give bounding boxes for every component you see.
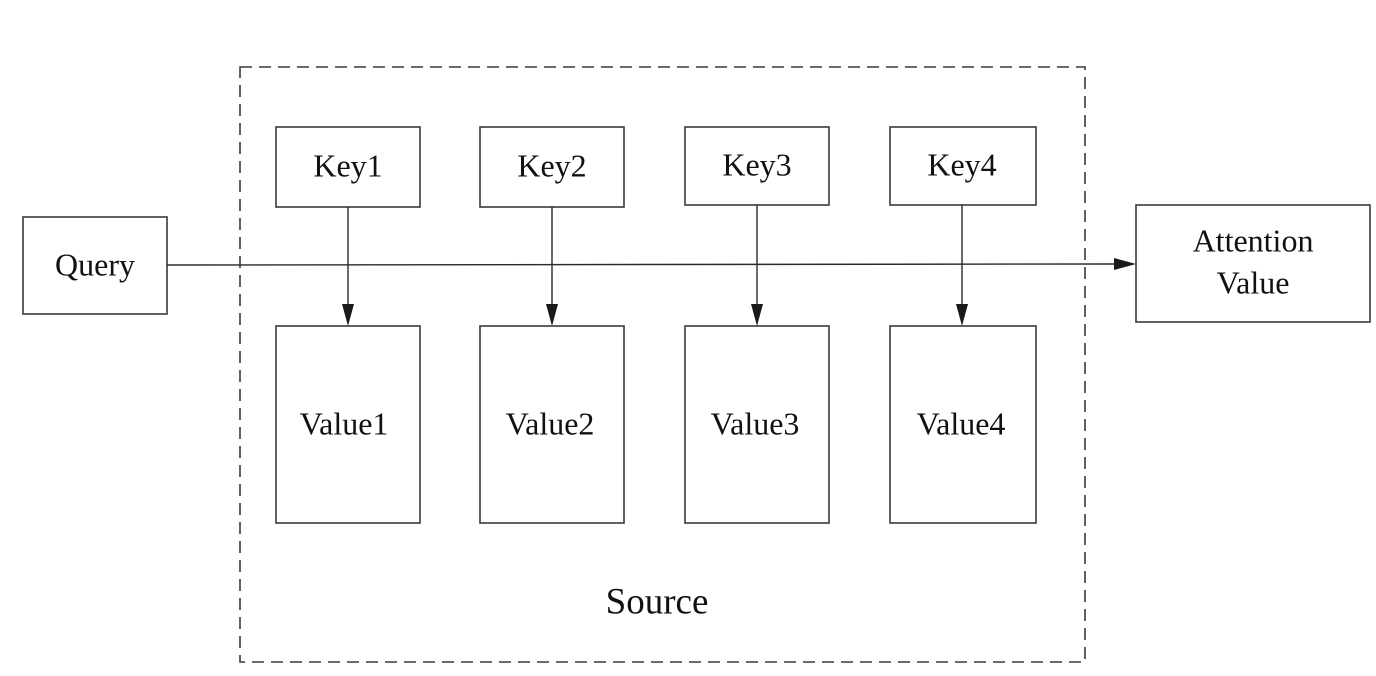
key-label-3: Key3 (722, 146, 791, 182)
attention-value-node: Attention Value (1135, 204, 1371, 323)
key-value-pair-1: Key1 Value1 (275, 126, 421, 524)
key-label-1: Key1 (313, 147, 382, 183)
key-to-value-arrowhead-4 (956, 304, 968, 326)
key-to-value-arrowhead-1 (342, 304, 354, 326)
query-label: Query (55, 246, 135, 282)
attention-value-box (1135, 204, 1371, 323)
value-box-1 (275, 325, 421, 524)
attention-value-label-line2: Value (1217, 264, 1290, 300)
key-box-3 (684, 126, 830, 206)
key-label-2: Key2 (517, 147, 586, 183)
value-label-3: Value3 (711, 405, 800, 441)
key-value-pair-3: Key3 Value3 (684, 126, 830, 524)
key-box-4 (889, 126, 1037, 206)
key-value-pair-4: Key4 Value4 (889, 126, 1037, 524)
key-box-2 (479, 126, 625, 208)
source-label: Source (606, 581, 709, 622)
source-container (239, 66, 1086, 663)
value-box-4 (889, 325, 1037, 524)
attention-value-label-line1: Attention (1193, 222, 1314, 258)
key-to-value-arrowhead-3 (751, 304, 763, 326)
value-box-2 (479, 325, 625, 524)
query-box (22, 216, 168, 315)
value-box-3 (684, 325, 830, 524)
query-to-attention-arrow-line (166, 263, 1119, 266)
query-to-attention-arrowhead (1114, 258, 1136, 270)
value-label-4: Value4 (917, 405, 1006, 441)
query-node: Query (22, 216, 168, 315)
value-label-1: Value1 (300, 405, 389, 441)
value-label-2: Value2 (506, 405, 595, 441)
key-value-pair-2: Key2 Value2 (479, 126, 625, 524)
key-to-value-arrowhead-2 (546, 304, 558, 326)
key-label-4: Key4 (927, 146, 996, 182)
